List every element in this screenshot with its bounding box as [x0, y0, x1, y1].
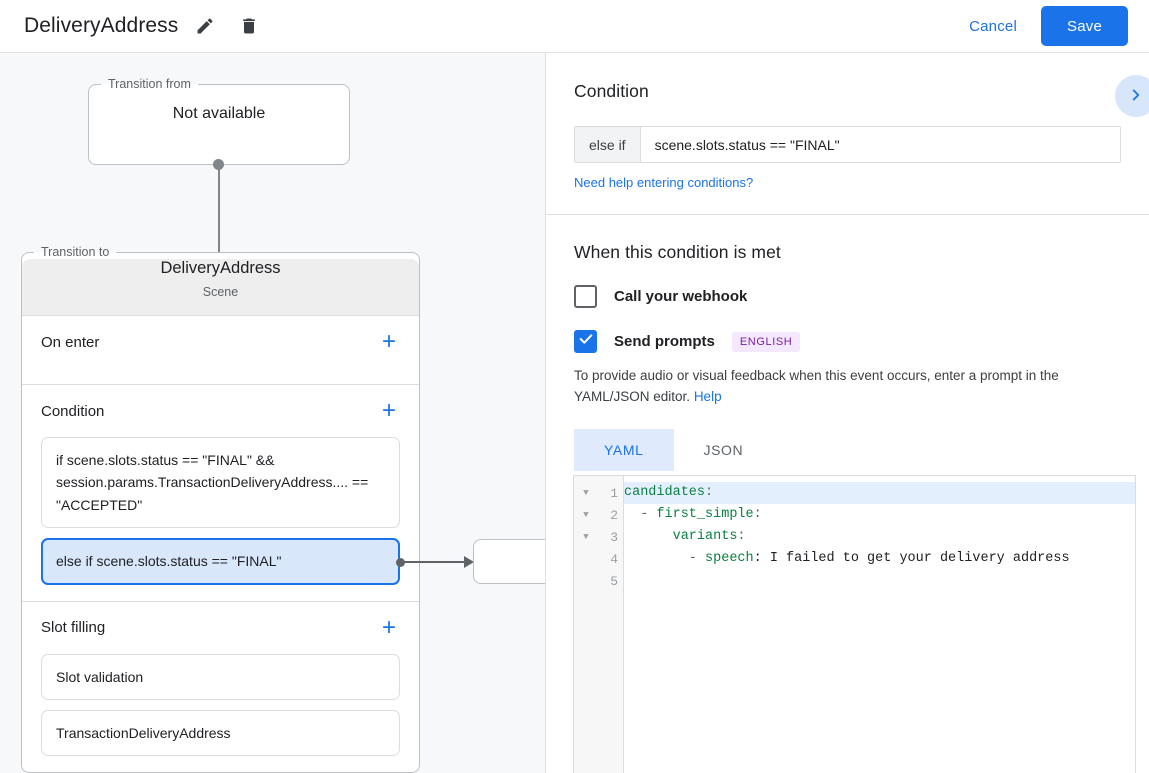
editor-code-line[interactable]: - first_simple: [624, 504, 1135, 526]
line-number: 3 [610, 529, 618, 545]
fold-arrow-icon[interactable]: ▼ [583, 487, 589, 498]
transition-from-title: Not available [172, 105, 266, 122]
editor-gutter-row: 4 [574, 548, 623, 570]
when-met-heading: When this condition is met [574, 242, 781, 262]
slot-filling-item[interactable]: TransactionDeliveryAddress [41, 709, 400, 757]
condition-prefix-label: else if [575, 127, 641, 162]
condition-heading: Condition [574, 81, 649, 101]
scene-subtitle: Scene [202, 285, 239, 299]
editor-gutter-row: 5 [574, 570, 623, 592]
code-token: - [624, 551, 706, 566]
editor-code-line[interactable] [624, 570, 1135, 592]
condition-section: Condition else if Need help entering con… [546, 53, 1149, 215]
trash-icon [239, 16, 259, 36]
transition-to-node[interactable]: Transition to DeliveryAddress Scene On e… [21, 245, 420, 773]
code-token: first_simple [656, 507, 754, 522]
scene-graph-canvas[interactable]: Transition from Not available Transition… [0, 53, 545, 773]
section-title-on-enter: On enter [41, 333, 100, 351]
cancel-button[interactable]: Cancel [955, 10, 1031, 43]
line-number: 2 [610, 507, 618, 523]
call-webhook-label: Call your webhook [614, 288, 748, 305]
edit-name-button[interactable] [188, 9, 222, 43]
fold-arrow-icon[interactable]: ▼ [583, 531, 589, 542]
prompts-helper-text: To provide audio or visual feedback when… [574, 366, 1121, 408]
editor-gutter-row: ▼3 [574, 526, 623, 548]
code-token: : [705, 485, 714, 500]
section-on-enter: On enter + [22, 316, 419, 385]
transition-to-legend: Transition to [41, 245, 110, 259]
scene-header: DeliveryAddress Scene [22, 253, 419, 316]
add-slot-filling-button[interactable]: + [378, 614, 400, 642]
send-prompts-checkbox[interactable] [574, 330, 597, 353]
help-link[interactable]: Help [693, 388, 722, 404]
code-token: variants [672, 529, 738, 544]
editor-format-tabs: YAML JSON [574, 428, 1121, 471]
save-button[interactable]: Save [1041, 6, 1128, 46]
call-webhook-checkbox[interactable] [574, 285, 597, 308]
connector-line-vertical [218, 164, 220, 265]
target-node-stub[interactable] [473, 539, 545, 584]
send-prompts-label: Send prompts [614, 333, 715, 350]
condition-item[interactable]: if scene.slots.status == "FINAL" && sess… [41, 437, 400, 529]
transition-from-legend: Transition from [108, 77, 191, 91]
section-title-condition: Condition [41, 402, 105, 420]
collapse-panel-button[interactable] [1115, 75, 1149, 117]
editor-code-area[interactable]: candidates: - first_simple: variants: - … [624, 476, 1135, 773]
when-condition-met-section: When this condition is met Call your web… [546, 215, 1149, 471]
delete-button[interactable] [232, 9, 266, 43]
code-token: : I failed to get your delivery address [753, 551, 1070, 566]
code-token: speech [705, 551, 754, 566]
section-title-slot-filling: Slot filling [41, 619, 106, 637]
checkmark-icon [578, 331, 594, 352]
connector-arrowhead-right [464, 556, 474, 568]
tab-yaml[interactable]: YAML [574, 428, 674, 471]
scene-name: DeliveryAddress [160, 259, 281, 277]
condition-input-row[interactable]: else if [574, 126, 1121, 163]
editor-code-line[interactable]: - speech: I failed to get your delivery … [624, 548, 1135, 570]
top-app-bar: DeliveryAddress Cancel Save [0, 0, 1149, 53]
add-condition-button[interactable]: + [378, 397, 400, 425]
condition-help-link[interactable]: Need help entering conditions? [574, 175, 754, 190]
editor-code-line[interactable]: variants: [624, 526, 1135, 548]
code-token: : [753, 507, 762, 522]
webhook-row[interactable]: Call your webhook [574, 285, 1121, 308]
line-number: 1 [610, 485, 618, 501]
condition-item-selected[interactable]: else if scene.slots.status == "FINAL" [41, 538, 400, 585]
slot-filling-item[interactable]: Slot validation [41, 653, 400, 700]
pencil-icon [195, 16, 215, 36]
fold-arrow-icon[interactable]: ▼ [583, 509, 589, 520]
condition-expression-input[interactable] [640, 127, 1120, 162]
connector-dot-out [396, 558, 405, 567]
editor-gutter-row: ▼2 [574, 504, 623, 526]
language-badge: ENGLISH [731, 331, 801, 352]
code-token: candidates [624, 485, 706, 500]
section-header-slot-filling: Slot filling + [41, 602, 400, 654]
page-title: DeliveryAddress [24, 14, 179, 37]
section-header-condition: Condition + [41, 385, 400, 437]
code-token: : [737, 529, 746, 544]
chevron-right-icon [1127, 86, 1145, 107]
transition-from-node[interactable]: Transition from Not available [88, 77, 350, 165]
section-header-on-enter: On enter + [41, 316, 400, 368]
code-token: - [624, 507, 657, 522]
helper-text: To provide audio or visual feedback when… [574, 368, 1059, 404]
editor-code-line[interactable]: candidates: [624, 482, 1135, 504]
send-prompts-row[interactable]: Send prompts ENGLISH [574, 330, 1121, 353]
add-on-enter-button[interactable]: + [378, 328, 400, 356]
section-slot-filling: Slot filling + Slot validation Transacti… [22, 602, 419, 773]
code-token [624, 529, 673, 544]
tab-json[interactable]: JSON [674, 429, 774, 471]
line-number: 4 [610, 551, 618, 567]
section-condition: Condition + if scene.slots.status == "FI… [22, 385, 419, 602]
editor-gutter-row: ▼1 [574, 482, 623, 504]
connector-line-horizontal [404, 561, 466, 563]
line-number: 5 [610, 573, 618, 589]
